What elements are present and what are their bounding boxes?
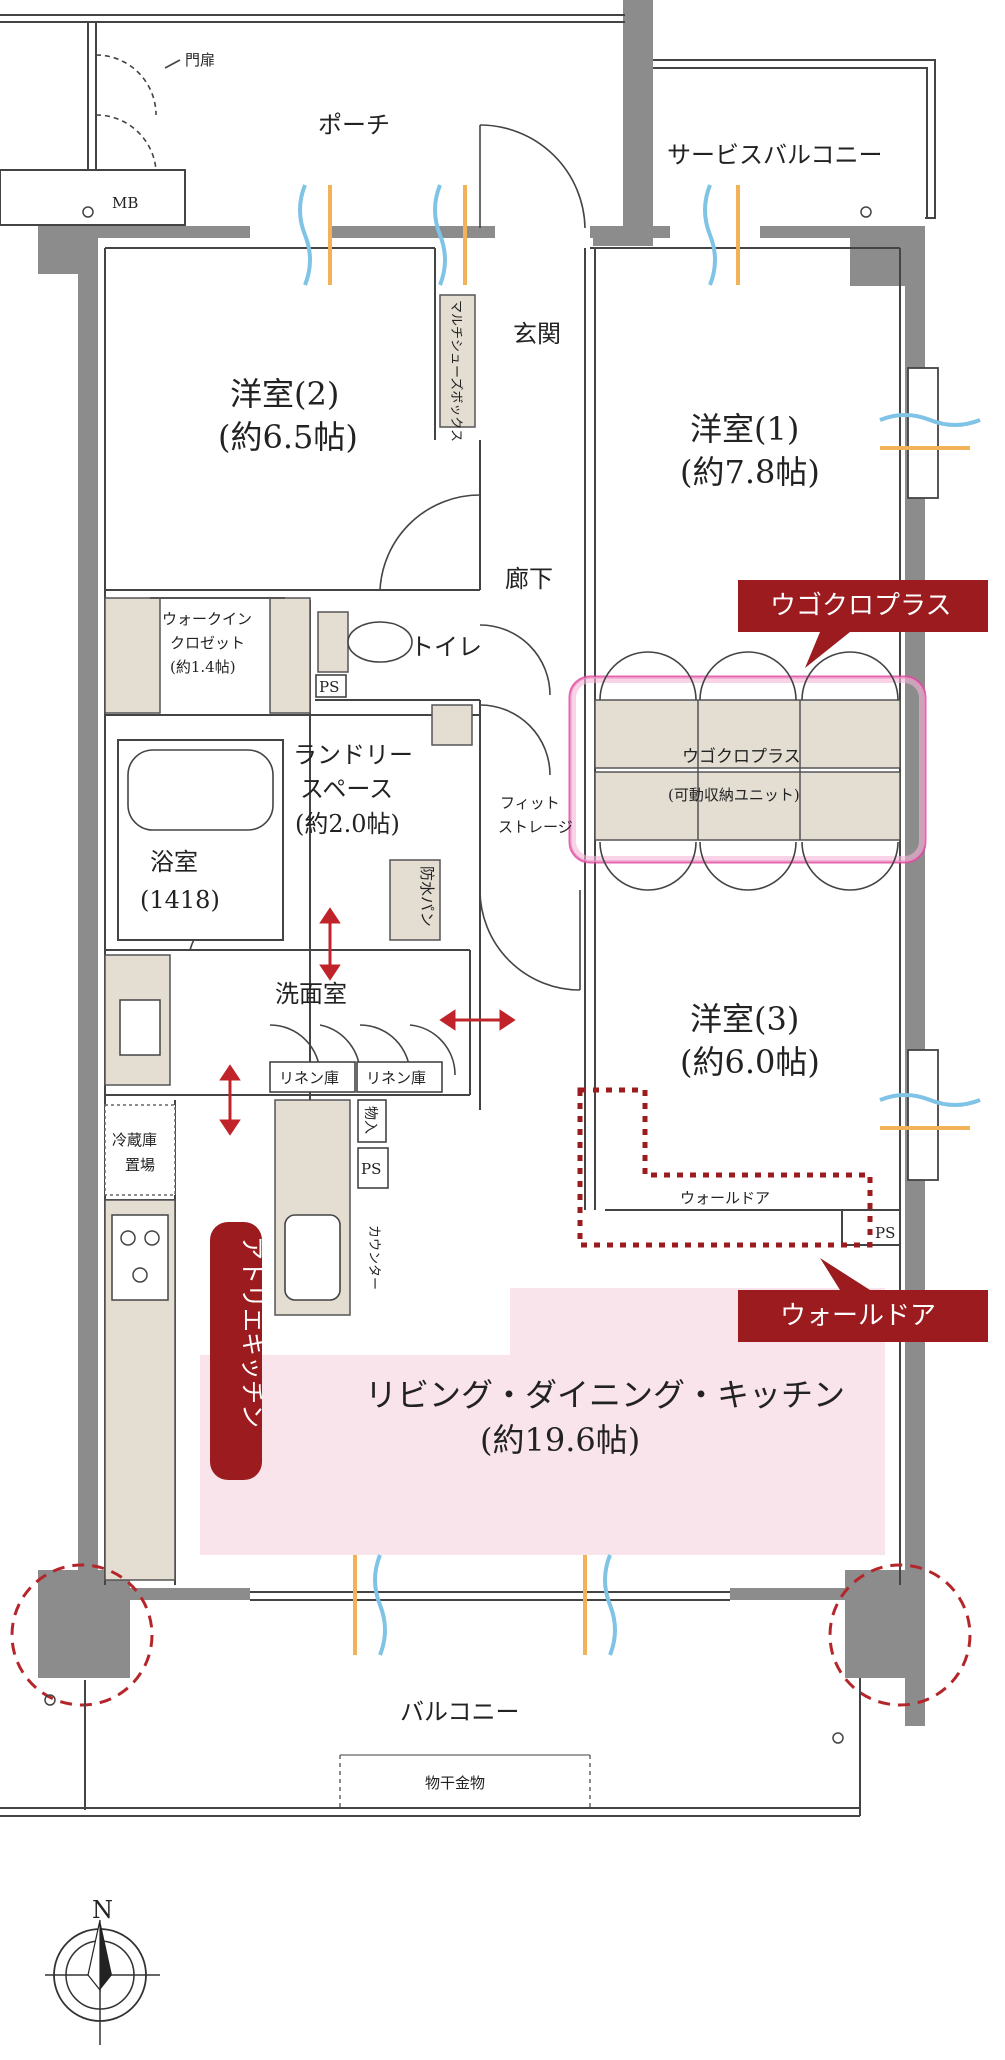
kitchen-fixtures: [104, 1099, 389, 1581]
column-highlight-left: [10, 1563, 154, 1707]
airflow-icons: [298, 184, 981, 1656]
balcony-label: バルコニー: [400, 1698, 520, 1726]
shoe-box-label: マルチシューズボックス: [448, 300, 464, 442]
ldk-size: (約19.6帖): [480, 1421, 640, 1459]
wall-door-outline: [577, 1087, 873, 1248]
atelier-kitchen-text: アトリエキッチン: [238, 1236, 266, 1428]
waterproof-pan-label: 防水パン: [418, 866, 436, 927]
western2-name: 洋室(2): [230, 375, 339, 413]
entrance-door: [479, 124, 586, 229]
clothes-pole-label: 物干金物: [425, 1774, 485, 1792]
western3-size: (約6.0帖): [680, 1043, 820, 1081]
porch-label: ポーチ: [318, 111, 390, 139]
balcony-area: [0, 1678, 861, 1817]
washroom-label: 洗面室: [275, 980, 347, 1008]
linen-1-box: [269, 1061, 356, 1093]
red-arrows: [219, 907, 516, 1136]
toilet-label: トイレ: [410, 633, 482, 661]
ps-label-2: PS: [361, 1160, 381, 1178]
storage-label: 物入: [362, 1106, 378, 1134]
ugokuro-unit: [568, 651, 927, 891]
western3-name: 洋室(3): [690, 1000, 799, 1038]
bath-name: 浴室: [150, 848, 198, 876]
fit-storage-box: [431, 704, 473, 746]
counter-label: カウンター: [366, 1225, 381, 1290]
western1-size: (約7.8帖): [680, 453, 820, 491]
western1-name: 洋室(1): [690, 410, 799, 448]
toilet-fixture: [315, 611, 413, 698]
service-balcony-area: [653, 59, 936, 219]
side-windows: [907, 367, 939, 1181]
waterproof-pan-box: [389, 859, 441, 941]
ugokuro-banner-text: ウゴクロプラス: [770, 591, 951, 621]
laundry-line2: スペース: [300, 775, 393, 803]
linen2-label: リネン庫: [366, 1069, 426, 1087]
ldk-highlight: [200, 1288, 885, 1555]
shoe-box: [439, 294, 476, 428]
bathtub: [117, 739, 284, 941]
compass-n-label: N: [92, 1896, 113, 1924]
walkin-line1: ウォークイン: [162, 610, 252, 628]
walkin-line3: (約1.4帖): [170, 658, 236, 676]
mb-label: MB: [112, 194, 138, 212]
wall-door-banner-text: ウォールドア: [780, 1301, 936, 1331]
porch-area: [0, 14, 625, 226]
ldk-name: リビング・ダイニング・キッチン: [365, 1376, 845, 1414]
walkin-closet: [104, 597, 311, 714]
fridge-line1: 冷蔵庫: [112, 1131, 157, 1149]
atelier-kitchen-banner: [210, 1222, 262, 1480]
bath-size: (1418): [140, 886, 220, 914]
column-highlight-right: [828, 1563, 972, 1707]
ps-label-1: PS: [319, 678, 339, 696]
wall-door-banner: [738, 1258, 988, 1342]
gate-label: 門扉: [185, 51, 215, 69]
service-balcony-label: サービスバルコニー: [667, 141, 883, 169]
laundry-line3: (約2.0帖): [295, 810, 400, 838]
ps-label-3: PS: [875, 1224, 895, 1242]
laundry-line1: ランドリー: [293, 741, 413, 769]
wall-door-small-label: ウォールドア: [680, 1189, 770, 1207]
walkin-line2: クロゼット: [170, 634, 245, 652]
fridge-line2: 置場: [125, 1156, 155, 1174]
fit-storage-line1: フィット: [500, 794, 560, 812]
linen1-label: リネン庫: [279, 1069, 339, 1087]
linen-2-box: [356, 1061, 443, 1093]
compass-icon: [45, 1919, 160, 2045]
fit-storage-line2: ストレージ: [498, 818, 573, 836]
western2-size: (約6.5帖): [218, 418, 358, 456]
ugokuro-banner: [738, 580, 988, 668]
ugokuro-unit-line2: (可動収納ユニット): [668, 786, 800, 804]
entrance-label: 玄関: [513, 320, 561, 348]
ugokuro-unit-line1: ウゴクロプラス: [682, 746, 801, 767]
vanity-sink: [119, 999, 161, 1056]
hallway-label: 廊下: [505, 565, 553, 593]
